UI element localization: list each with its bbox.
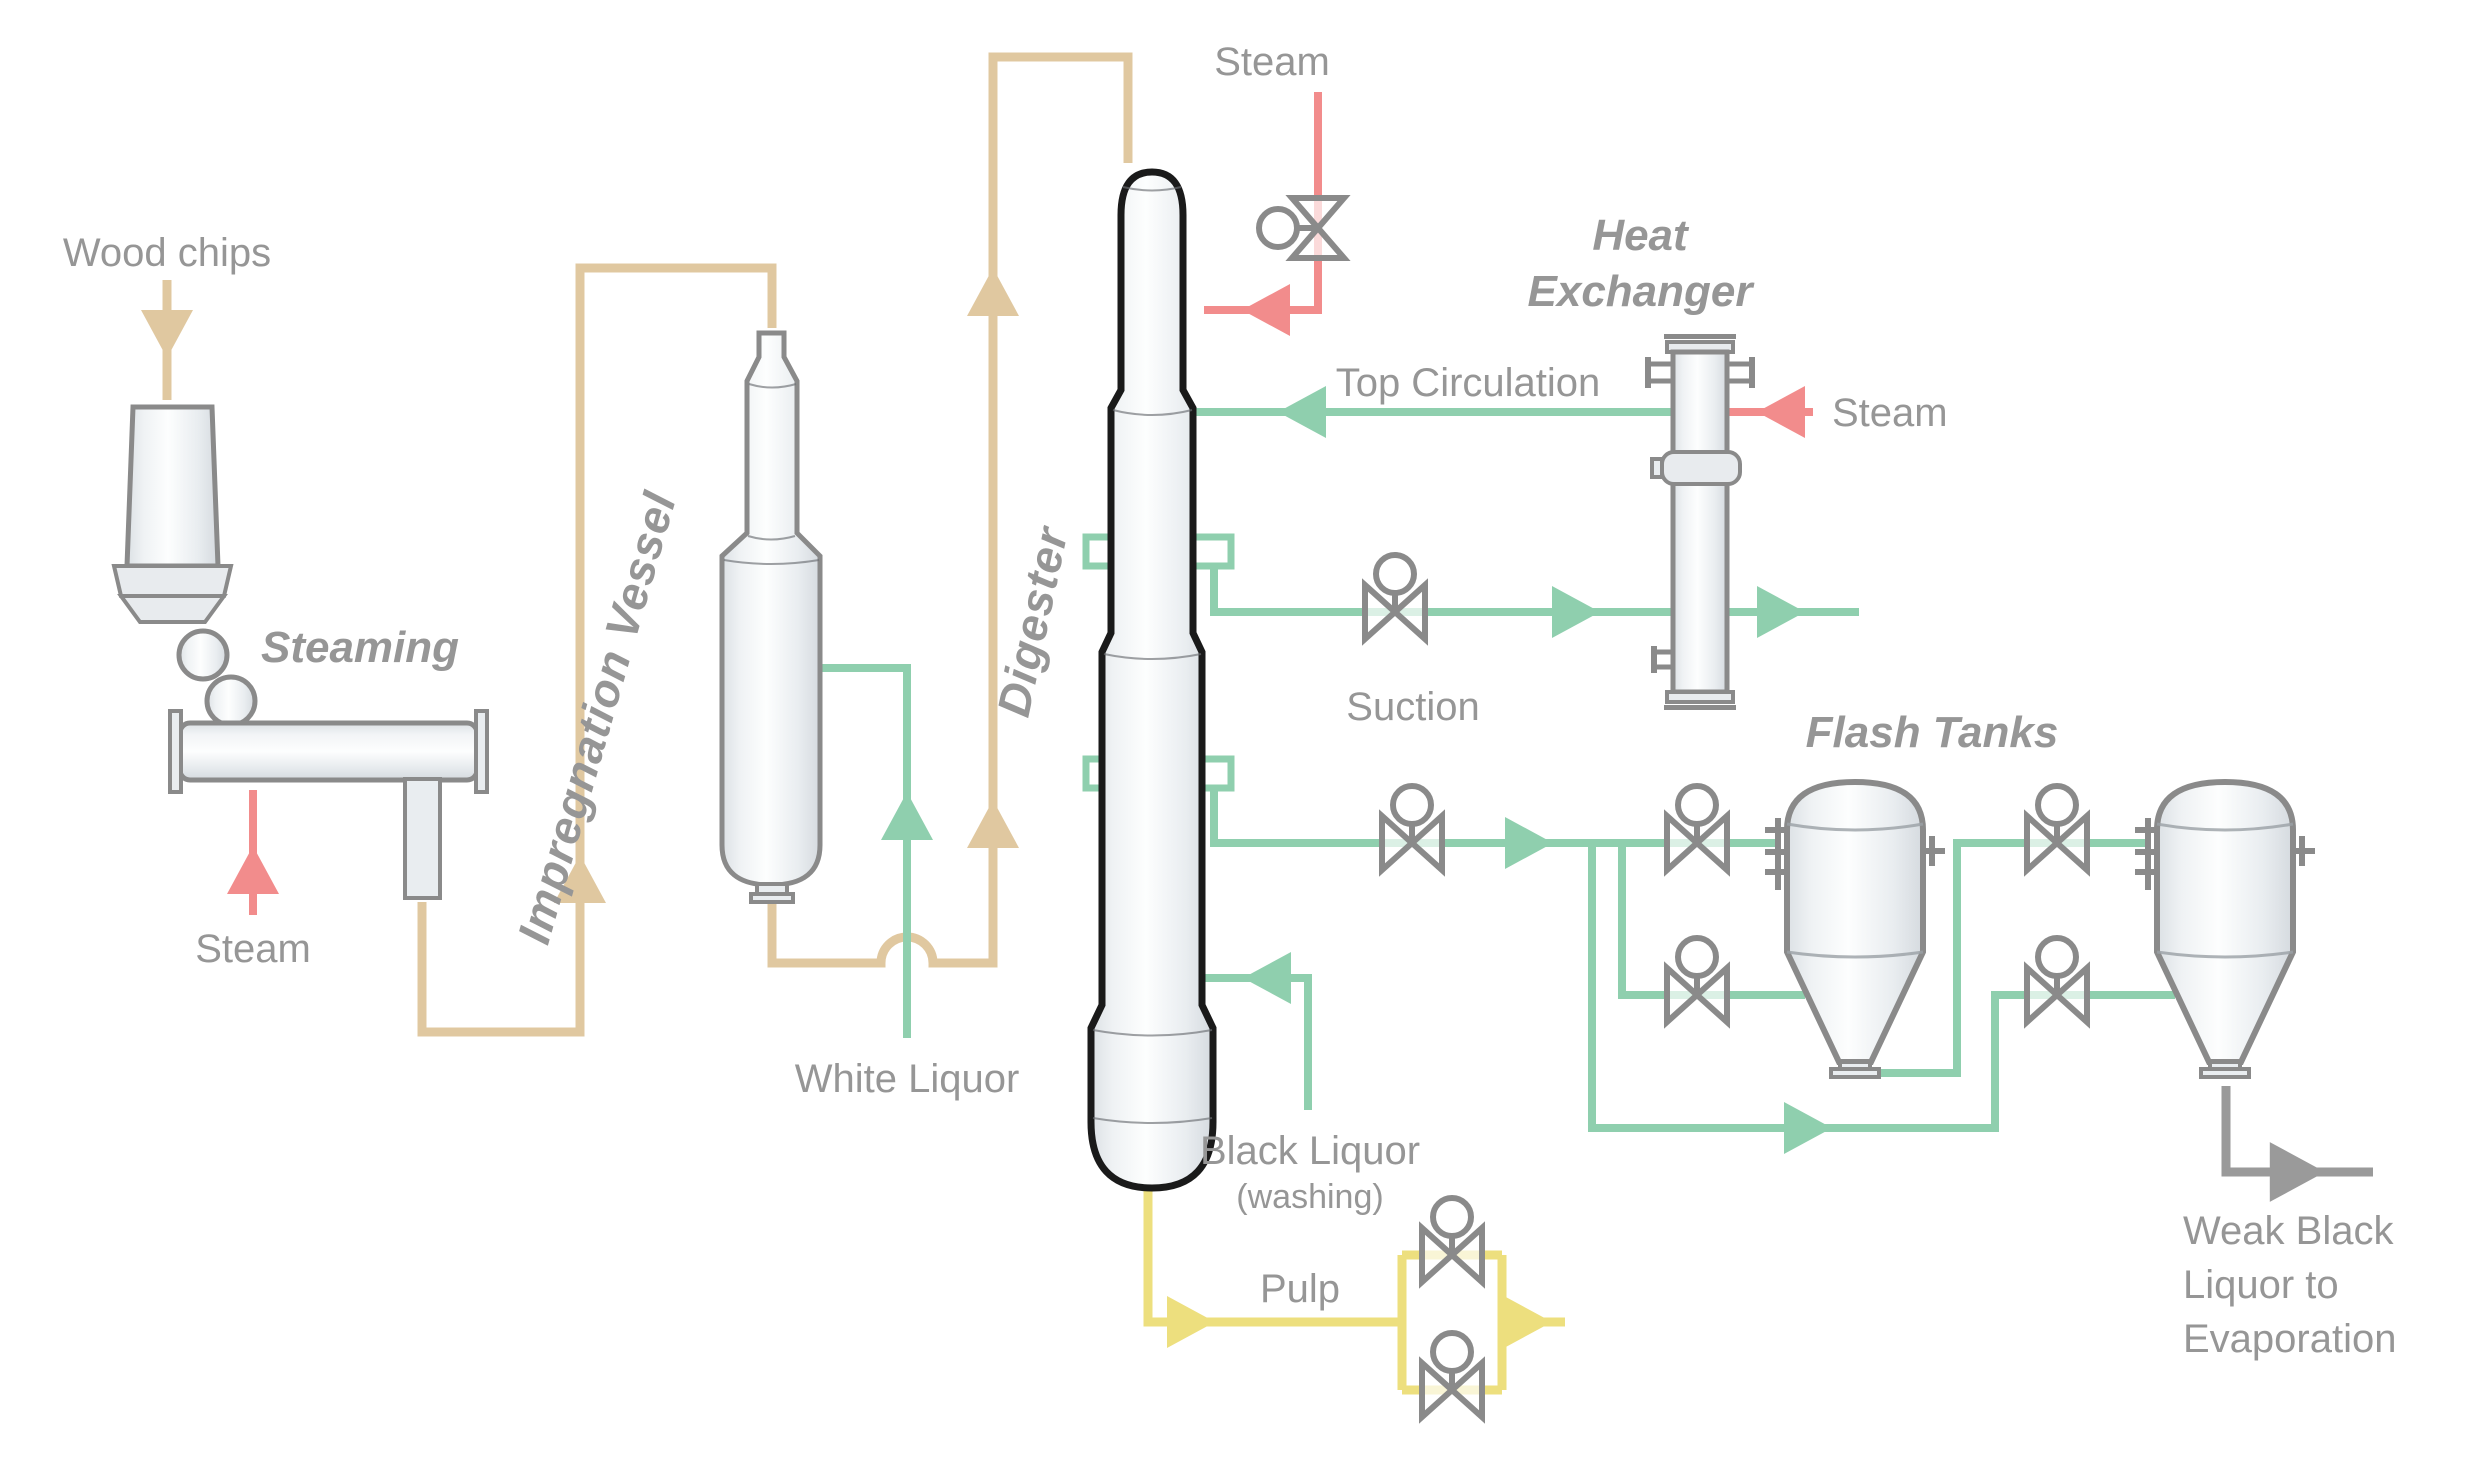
steam-label-left: Steam: [195, 927, 311, 971]
flow-arrow-icon: [227, 846, 279, 894]
flow-arrow-icon: [1552, 586, 1600, 638]
control-valve-icon: [1422, 1198, 1482, 1282]
flash-tank1-lower-feed-line: [1618, 843, 1805, 1022]
heat-exchanger-label-line2: Exchanger: [1528, 267, 1756, 316]
white-liquor-line: [822, 664, 933, 1038]
weak-black-liquor-label-line3: Evaporation: [2183, 1317, 2396, 1361]
suction-label: Suction: [1346, 685, 1479, 729]
chips-impregnation-to-digester-line: [767, 52, 1133, 968]
top-circulation-line: [1196, 386, 1671, 438]
tank1-to-tank2-line: [1874, 786, 2146, 1077]
weak-black-liquor-line: [2221, 1086, 2373, 1202]
steaming-label: Steaming: [261, 623, 459, 672]
wood-chips-feed-line: [141, 280, 193, 400]
flash-tank-1: [1765, 778, 1945, 1079]
wood-chips-label: Wood chips: [63, 231, 271, 275]
flash-tanks-label: Flash Tanks: [1806, 708, 2059, 757]
flow-arrow-icon: [1278, 386, 1326, 438]
impregnation-vessel: [719, 330, 823, 904]
flow-arrow-icon: [1243, 952, 1291, 1004]
control-valve-icon: [2027, 938, 2087, 1022]
steam-label-top: Steam: [1214, 40, 1330, 84]
flow-arrow-icon: [141, 310, 193, 358]
pulp-label: Pulp: [1260, 1267, 1340, 1311]
white-liquor-label: White Liquor: [795, 1057, 1020, 1101]
pulp-line: [1143, 1190, 1565, 1417]
steam-line-digester-top: [1204, 92, 1344, 336]
control-valve-icon: [1365, 555, 1425, 639]
flow-arrow-icon: [967, 800, 1019, 848]
digester-vessel: [1087, 168, 1217, 1192]
rotary-feeder-icon: [176, 628, 230, 682]
tank-nozzle-stub-icon: [1923, 836, 1945, 866]
steaming-outlet-pipe: [403, 777, 442, 900]
black-liquor-washing-line: [1204, 952, 1312, 1110]
tank-nozzle-flange-icon: [1765, 818, 1787, 890]
piping-layer: [141, 52, 2373, 1417]
impregnation-vessel-label: Impregnation Vessel: [507, 486, 686, 950]
steam-line-heat-exchanger: [1729, 386, 1813, 438]
tank-nozzle-flange-icon: [2135, 818, 2157, 890]
digester-label: Digester: [987, 521, 1078, 721]
flow-arrow-icon: [2269, 1142, 2325, 1202]
chip-bin: [111, 404, 258, 728]
control-valve-icon: [1667, 938, 1727, 1022]
flow-arrow-icon: [1757, 586, 1805, 638]
flow-arrow-icon: [881, 792, 933, 840]
control-valve-icon: [1422, 1333, 1482, 1417]
control-valve-icon: [1667, 786, 1727, 870]
flash-bypass-line: [1588, 843, 2175, 1154]
flow-arrow-icon: [1505, 817, 1553, 869]
labels-layer: Wood chips Steaming Steam Impregnation V…: [63, 40, 2397, 1361]
control-valve-icon: [1382, 786, 1442, 870]
lower-suction-line: [1210, 786, 1776, 870]
flash-tank-2: [2135, 778, 2315, 1079]
upper-suction-line: [1210, 555, 1859, 639]
weak-black-liquor-label-line2: Liquor to: [2183, 1263, 2339, 1307]
steam-label-right: Steam: [1832, 391, 1948, 435]
control-valve-icon: [1259, 198, 1344, 258]
flow-arrow-icon: [967, 268, 1019, 316]
steam-line-steaming: [227, 790, 279, 915]
equipment-layer: [111, 168, 2315, 1192]
flow-arrow-icon: [1504, 1296, 1552, 1348]
steaming-vessel: [168, 709, 489, 900]
flow-arrow-icon: [1167, 1296, 1215, 1348]
rotary-feeder-icon: [204, 674, 258, 728]
heat-exchanger-label-line1: Heat: [1592, 211, 1690, 260]
black-liquor-label: Black Liquor: [1200, 1129, 1420, 1173]
tank-nozzle-stub-icon: [2293, 836, 2315, 866]
flow-arrow-icon: [1757, 386, 1805, 438]
black-liquor-sub-label: (washing): [1236, 1178, 1383, 1216]
flow-arrow-icon: [1242, 284, 1290, 336]
control-valve-icon: [2027, 786, 2087, 870]
top-circulation-label: Top Circulation: [1336, 361, 1601, 405]
heat-exchanger-vessel: [1645, 334, 1755, 710]
flow-arrow-icon: [1784, 1102, 1832, 1154]
weak-black-liquor-label-line1: Weak Black: [2183, 1209, 2394, 1253]
chips-steaming-to-impregnation-line: [417, 263, 777, 1037]
